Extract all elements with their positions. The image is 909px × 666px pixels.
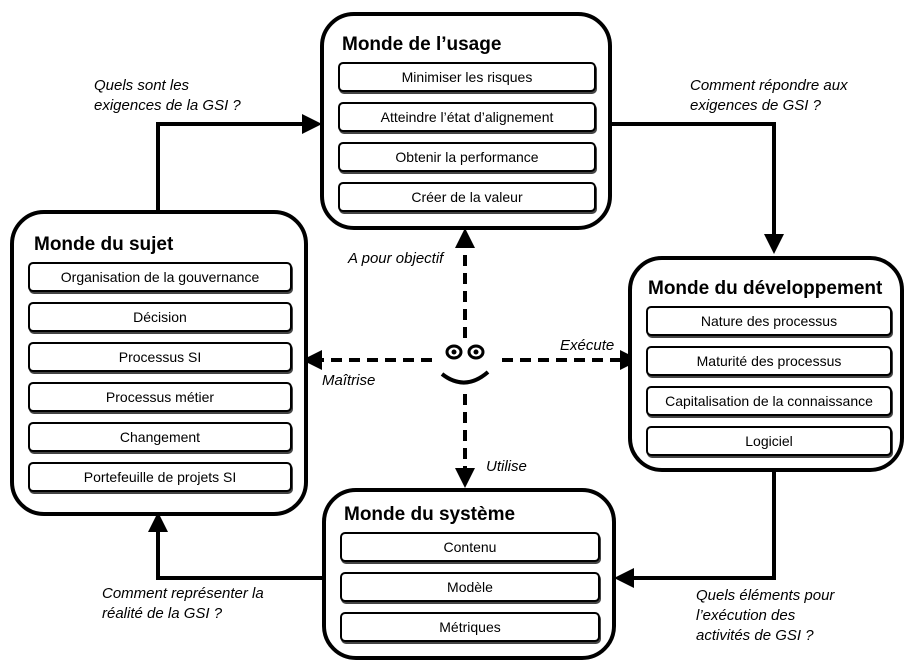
usage-item: Obtenir la performance xyxy=(338,142,596,172)
usage-item: Minimiser les risques xyxy=(338,62,596,92)
world-developpement-title: Monde du développement xyxy=(648,278,883,299)
developpement-item: Maturité des processus xyxy=(646,346,892,376)
usage-item: Créer de la valeur xyxy=(338,182,596,212)
world-sujet: Monde du sujet Organisation de la gouver… xyxy=(10,210,308,516)
systeme-item: Métriques xyxy=(340,612,600,642)
developpement-item: Logiciel xyxy=(646,426,892,456)
sujet-item: Changement xyxy=(28,422,292,452)
arrow-developpement-to-systeme xyxy=(614,470,776,588)
systeme-item: Modèle xyxy=(340,572,600,602)
relation-execute-label: Exécute xyxy=(560,337,615,354)
sujet-item: Processus SI xyxy=(28,342,292,372)
relation-utilise-label: Utilise xyxy=(486,458,527,475)
world-sujet-title: Monde du sujet xyxy=(34,234,174,255)
systeme-item: Contenu xyxy=(340,532,600,562)
sujet-item: Processus métier xyxy=(28,382,292,412)
world-usage-title: Monde de l’usage xyxy=(342,34,502,55)
arrow-usage-to-developpement xyxy=(610,122,784,254)
sujet-item: Organisation de la gouvernance xyxy=(28,262,292,292)
arrow-systeme-to-sujet xyxy=(148,512,324,580)
developpement-item: Capitalisation de la connaissance xyxy=(646,386,892,416)
usage-item: Atteindre l’état d’alignement xyxy=(338,102,596,132)
sujet-item: Portefeuille de projets SI xyxy=(28,462,292,492)
developpement-item: Nature des processus xyxy=(646,306,892,336)
relation-maitrise-label: Maîtrise xyxy=(322,372,376,389)
world-usage: Monde de l’usage Minimiser les risques A… xyxy=(320,12,612,230)
relation-objectif-label: A pour objectif xyxy=(348,250,444,267)
world-developpement: Monde du développement Nature des proces… xyxy=(628,256,904,472)
world-systeme: Monde du système Contenu Modèle Métrique… xyxy=(322,488,616,660)
sujet-item: Décision xyxy=(28,302,292,332)
arrow-sujet-to-usage xyxy=(156,114,322,212)
world-systeme-title: Monde du système xyxy=(344,504,516,525)
smiley-icon xyxy=(440,344,490,385)
